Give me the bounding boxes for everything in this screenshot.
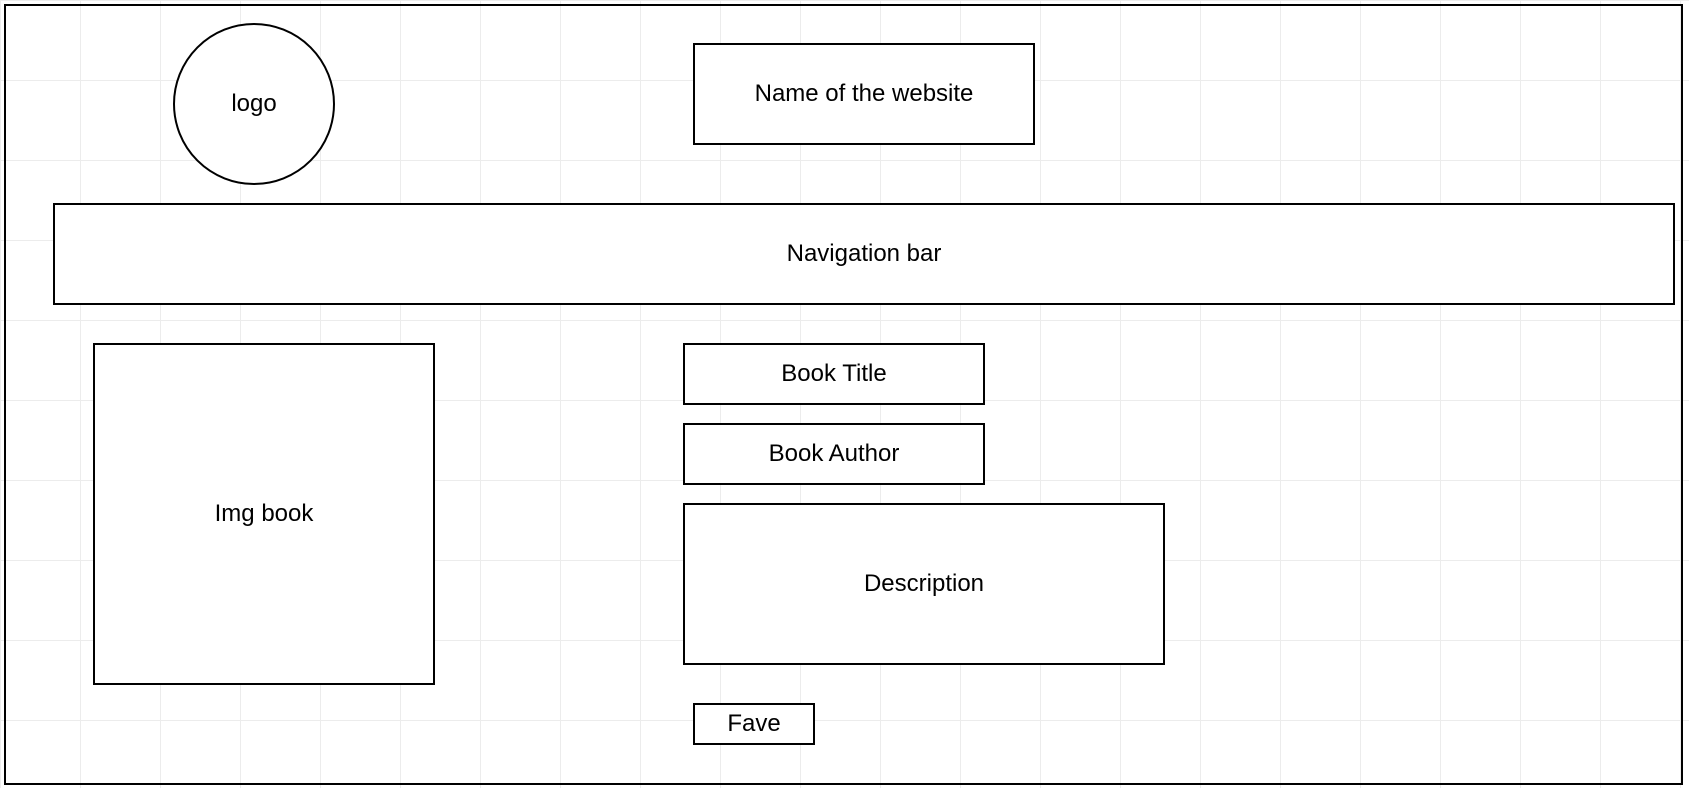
book-image-placeholder: Img book — [93, 343, 435, 685]
navigation-bar[interactable]: Navigation bar — [53, 203, 1675, 305]
navigation-bar-label: Navigation bar — [786, 239, 942, 267]
logo-placeholder: logo — [173, 23, 335, 185]
book-title-label: Book Title — [781, 359, 887, 387]
logo-label: logo — [231, 89, 277, 117]
book-author-label: Book Author — [768, 439, 900, 467]
site-name-box: Name of the website — [693, 43, 1035, 145]
fave-button-label: Fave — [727, 709, 781, 737]
site-name-label: Name of the website — [754, 79, 974, 107]
book-title-box: Book Title — [683, 343, 985, 405]
page-frame — [4, 4, 1683, 785]
description-box: Description — [683, 503, 1165, 665]
book-image-label: Img book — [214, 499, 314, 527]
book-author-box: Book Author — [683, 423, 985, 485]
fave-button[interactable]: Fave — [693, 703, 815, 745]
description-label: Description — [863, 569, 985, 597]
